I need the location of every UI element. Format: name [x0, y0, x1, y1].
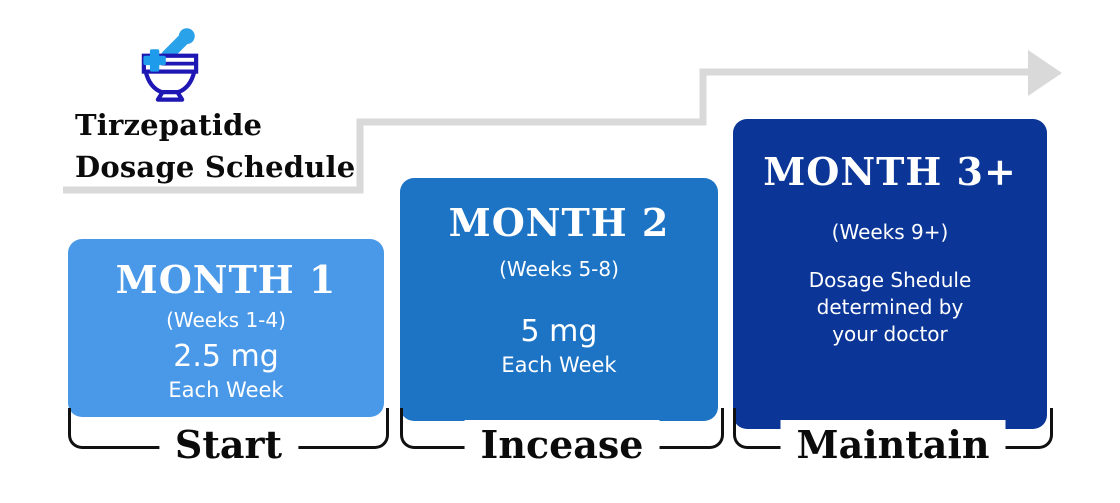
month-3-note-line2: determined by — [816, 295, 964, 319]
page-title-line2: Dosage Schedule — [75, 150, 356, 184]
staircase-arrow-line — [63, 68, 1032, 194]
arrowhead-icon — [1028, 50, 1062, 96]
month-2-frequency: Each Week — [501, 353, 617, 377]
month-1-frequency: Each Week — [168, 378, 284, 402]
month-1-heading: MONTH 1 — [115, 257, 337, 302]
phase-label-maintain: Maintain — [780, 420, 1006, 470]
phase-label-start: Start — [158, 420, 299, 470]
month-2-weeks: (Weeks 5-8) — [499, 257, 619, 281]
month-2-heading: MONTH 2 — [448, 200, 670, 245]
month-3-weeks: (Weeks 9+) — [831, 220, 949, 244]
step-box-month-3: MONTH 3+ (Weeks 9+) Dosage Shedule deter… — [733, 119, 1047, 429]
month-2-dose: 5 mg — [520, 314, 598, 349]
page-title-line1: Tirzepatide — [75, 108, 263, 142]
phase-bracket-maintain: Maintain — [733, 408, 1053, 470]
mortar-and-pestle-icon — [141, 28, 199, 102]
month-3-note: Dosage Shedule determined by your doctor — [809, 267, 972, 348]
month-3-note-line1: Dosage Shedule — [808, 268, 972, 292]
month-3-note-line3: your doctor — [832, 322, 948, 346]
phase-bracket-increase: Incease — [400, 408, 724, 470]
phase-bracket-start: Start — [68, 408, 389, 470]
month-3-heading: MONTH 3+ — [763, 149, 1017, 194]
pestle-icon — [161, 28, 195, 62]
step-box-month-1: MONTH 1 (Weeks 1-4) 2.5 mg Each Week — [68, 239, 384, 417]
medical-cross-icon — [143, 49, 166, 72]
month-1-weeks: (Weeks 1-4) — [166, 308, 286, 332]
page-title: Tirzepatide Dosage Schedule — [75, 104, 355, 188]
month-1-dose: 2.5 mg — [173, 339, 279, 374]
step-box-month-2: MONTH 2 (Weeks 5-8) 5 mg Each Week — [400, 178, 718, 421]
phase-label-increase: Incease — [464, 420, 660, 470]
